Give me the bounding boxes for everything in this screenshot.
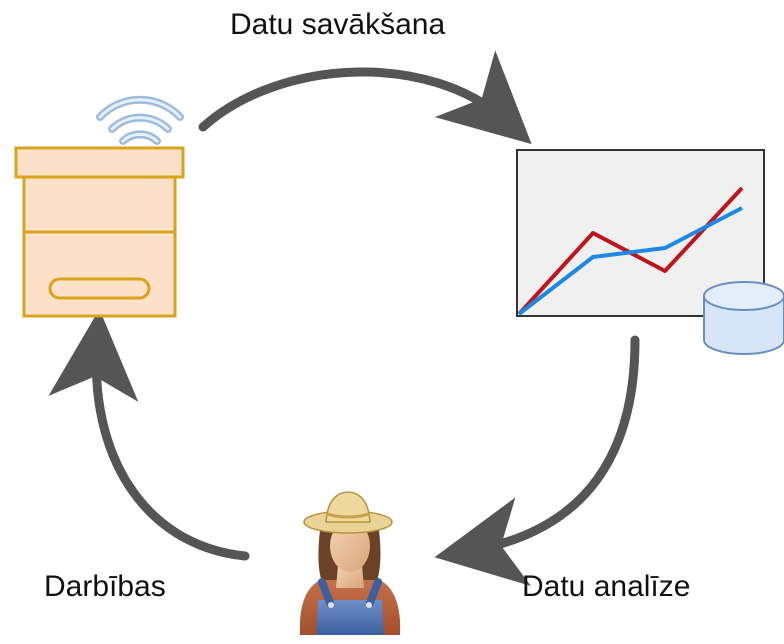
arrow-action-to-collect bbox=[48, 309, 250, 561]
farmer-icon bbox=[299, 491, 401, 635]
arrow-collect-to-analysis bbox=[198, 50, 532, 145]
arrow-analysis-to-action bbox=[434, 335, 640, 586]
step-label-data-collection: Datu savākšana bbox=[230, 8, 446, 41]
step-label-data-analysis: Datu analīze bbox=[522, 570, 691, 603]
chart-blue-line bbox=[517, 206, 743, 316]
beehive-icon bbox=[14, 146, 185, 318]
wifi-signal-icon bbox=[96, 95, 184, 158]
step-label-actions: Darbības bbox=[44, 570, 166, 603]
database-icon bbox=[703, 281, 784, 355]
